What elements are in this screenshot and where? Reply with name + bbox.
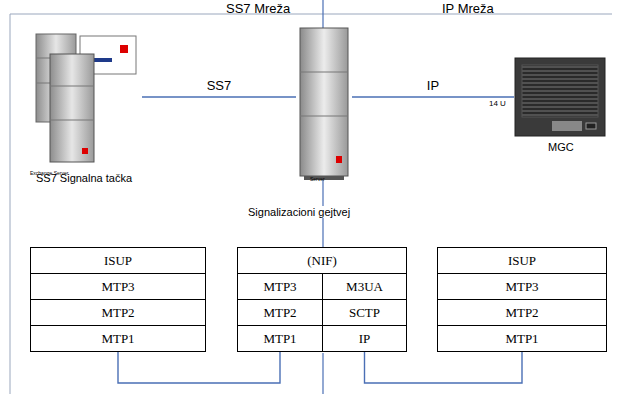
network-heading: IP Mreža bbox=[442, 1, 494, 16]
frame-left bbox=[10, 14, 11, 394]
protocol-name: MTP3 bbox=[101, 279, 134, 295]
protocol-layer-box: M3UA bbox=[322, 273, 407, 300]
protocol-name: MTP2 bbox=[101, 305, 134, 321]
icon-caption: Server bbox=[310, 176, 325, 182]
protocol-name: ISUP bbox=[104, 253, 132, 269]
link-label: SS7 bbox=[205, 78, 234, 93]
link-line bbox=[142, 96, 296, 97]
link-label: IP bbox=[425, 78, 441, 93]
protocol-name: MTP1 bbox=[263, 331, 296, 347]
frame-top bbox=[10, 14, 612, 15]
protocol-layer-box: ISUP bbox=[30, 247, 206, 274]
icon-caption: Exchange Server bbox=[30, 170, 68, 176]
protocol-layer-box: SCTP bbox=[322, 299, 407, 326]
protocol-name: MTP3 bbox=[505, 279, 538, 295]
link-line bbox=[118, 352, 280, 383]
network-divider bbox=[322, 353, 323, 394]
protocol-layer-box: MTP2 bbox=[30, 299, 206, 326]
protocol-layer-box: MTP3 bbox=[437, 273, 607, 300]
link-line bbox=[352, 96, 514, 97]
equipment-label: Signalizacioni gejtvej bbox=[246, 206, 352, 218]
protocol-name: ISUP bbox=[508, 253, 536, 269]
protocol-layer-box: MTP1 bbox=[30, 325, 206, 352]
protocol-layer-box: MTP1 bbox=[237, 325, 323, 352]
protocol-name: MTP1 bbox=[505, 331, 538, 347]
link-line bbox=[365, 352, 523, 383]
equipment-icon: Signalizacioni gejtvej bbox=[296, 24, 352, 184]
protocol-name: M3UA bbox=[346, 279, 383, 295]
network-heading: SS7 Mreža bbox=[226, 1, 290, 16]
equipment-icon: MGC bbox=[514, 57, 606, 137]
protocol-name: MTP1 bbox=[101, 331, 134, 347]
equipment-icon: SS7 Signalna tačka bbox=[32, 28, 142, 168]
protocol-layer-box: MTP2 bbox=[237, 299, 323, 326]
protocol-layer-box: MTP3 bbox=[237, 273, 323, 300]
rack-units: 14 U bbox=[489, 99, 506, 108]
equipment-label: MGC bbox=[546, 141, 576, 153]
protocol-layer-box: (NIF) bbox=[237, 247, 407, 274]
protocol-name: MTP2 bbox=[505, 305, 538, 321]
protocol-name: MTP3 bbox=[263, 279, 296, 295]
protocol-layer-box: ISUP bbox=[437, 247, 607, 274]
protocol-name: MTP2 bbox=[263, 305, 296, 321]
protocol-name: IP bbox=[359, 331, 371, 347]
protocol-layer-box: IP bbox=[322, 325, 407, 352]
protocol-name: (NIF) bbox=[307, 253, 337, 269]
protocol-name: SCTP bbox=[349, 305, 380, 321]
protocol-layer-box: MTP1 bbox=[437, 325, 607, 352]
protocol-layer-box: MTP2 bbox=[437, 299, 607, 326]
protocol-layer-box: MTP3 bbox=[30, 273, 206, 300]
